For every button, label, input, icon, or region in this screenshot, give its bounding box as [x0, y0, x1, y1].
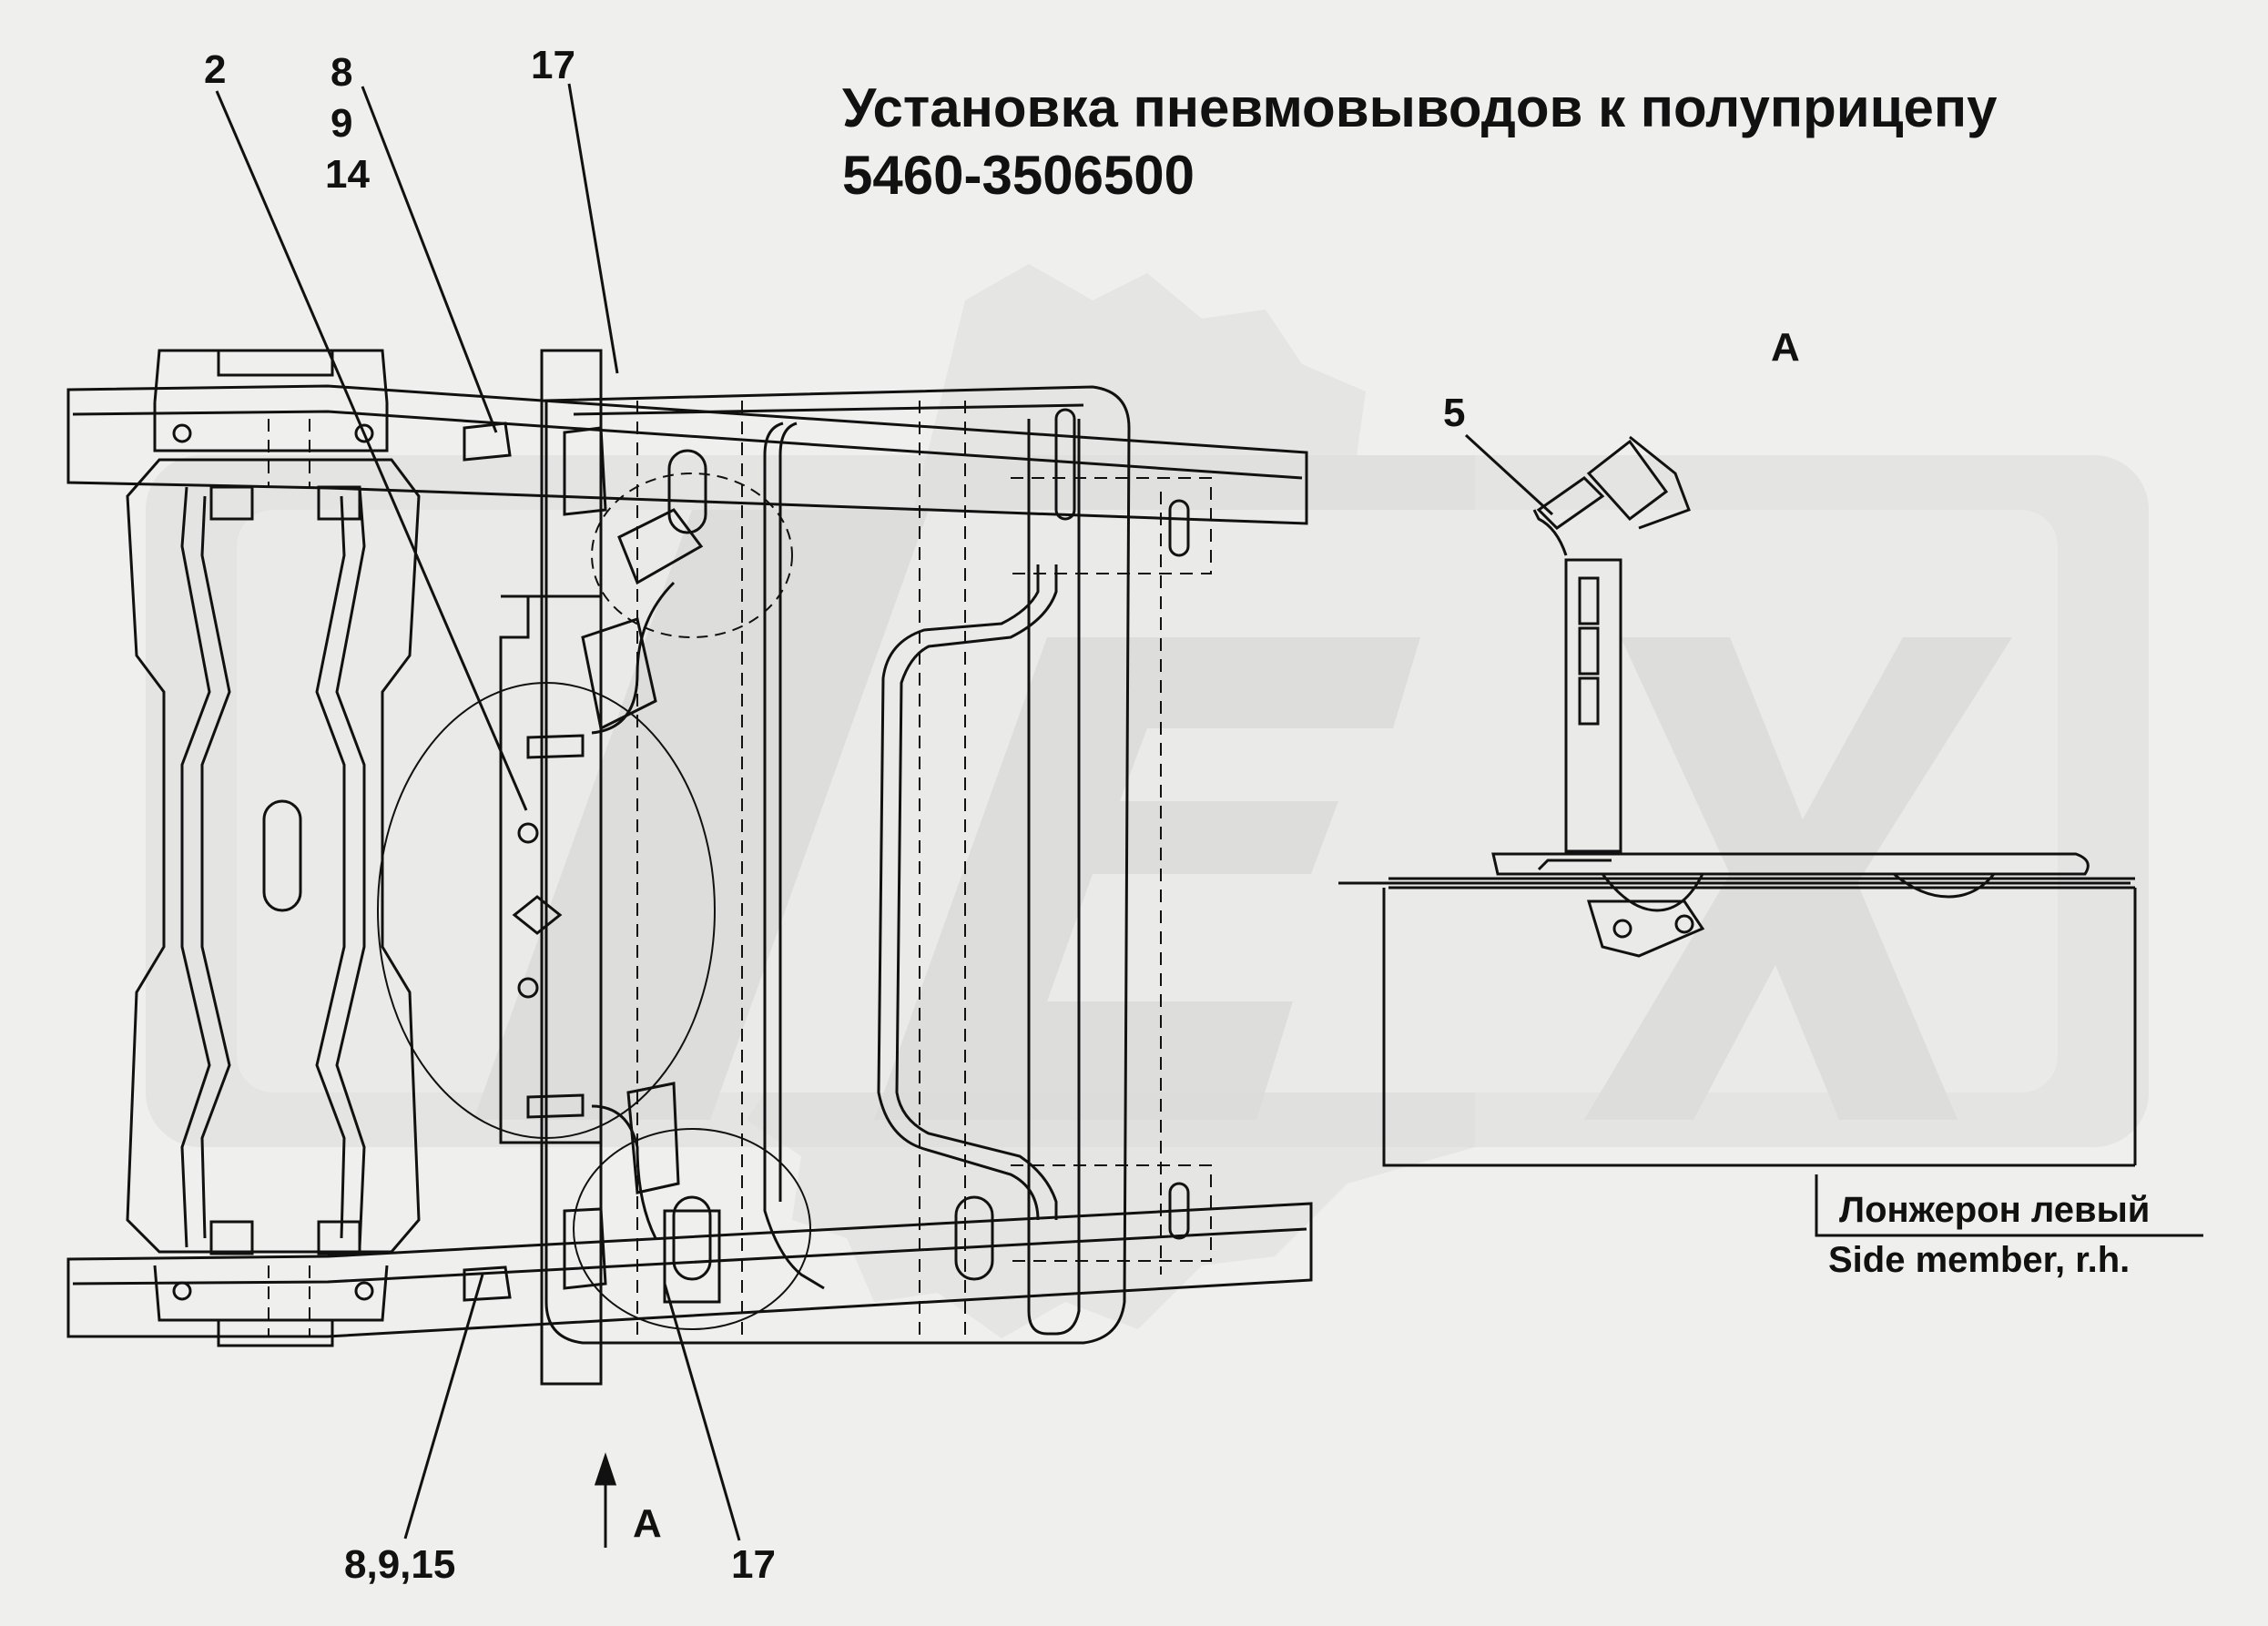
callout-9: 9 [331, 101, 353, 146]
title-line-2: 5460-3506500 [842, 145, 1195, 206]
side-member-caption-ru: Лонжерон левый [1839, 1190, 2151, 1230]
drawing-title: Установка пневмовыводов к полуприцепу 54… [842, 75, 1998, 209]
side-member-caption-en: Side member, r.h. [1828, 1240, 2131, 1280]
callout-8-9-15: 8,9,15 [344, 1542, 456, 1587]
view-a-arrow [594, 1452, 617, 1548]
callout-2: 2 [204, 47, 227, 92]
chassis-frame-plan [66, 349, 1313, 1386]
view-a-detail [1338, 435, 2137, 1167]
title-line-1: Установка пневмовыводов к полуприцепу [842, 77, 1998, 138]
callout-17-top: 17 [531, 43, 575, 87]
leader-lines [215, 83, 2203, 1541]
callout-8: 8 [331, 50, 353, 95]
callout-5: 5 [1443, 391, 1466, 435]
callout-17-bottom: 17 [731, 1542, 776, 1587]
view-a-arrow-label: A [633, 1501, 662, 1546]
watermark-logo [146, 264, 2149, 1338]
callout-14: 14 [325, 152, 370, 197]
view-a-label: A [1771, 325, 1800, 370]
